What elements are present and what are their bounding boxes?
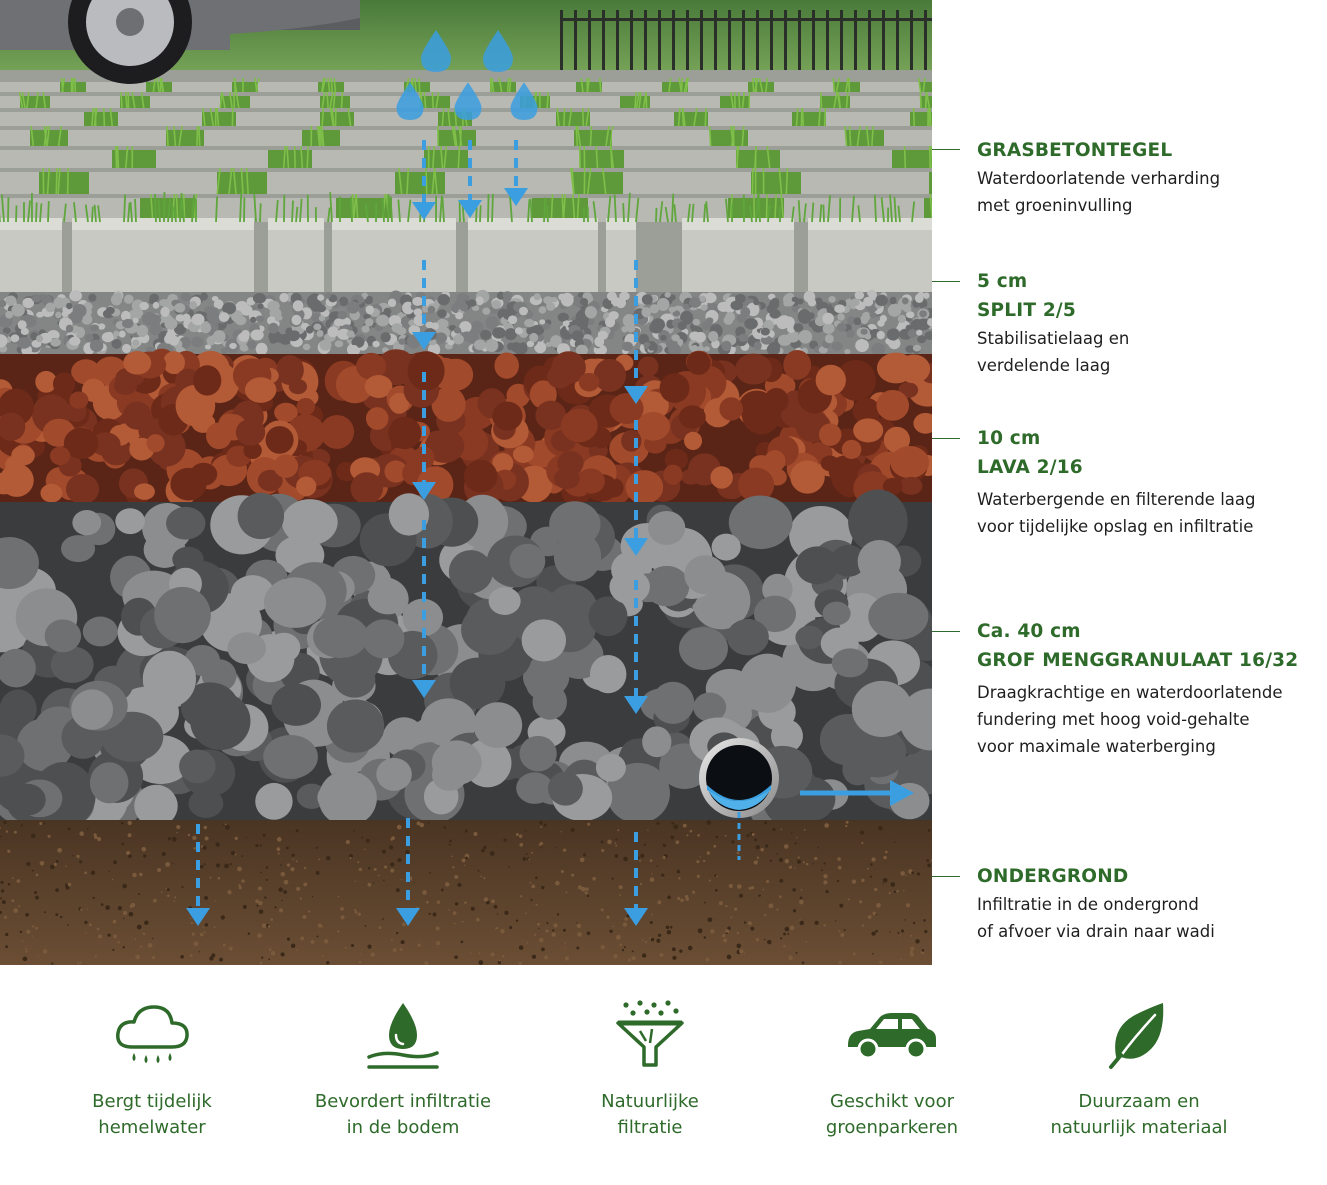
layer-title: GRASBETONTEGEL bbox=[977, 140, 1173, 161]
layer-title: GROF MENGGRANULAAT 16/32 bbox=[977, 650, 1299, 671]
soil-specks bbox=[0, 820, 932, 965]
ondergrond-leader-line bbox=[932, 876, 960, 877]
lava-stones bbox=[0, 348, 932, 507]
lava-leader-line bbox=[932, 438, 960, 439]
water-drop-infiltration-icon bbox=[288, 995, 518, 1075]
leaf-icon bbox=[1024, 995, 1254, 1075]
layer-depth: 5 cm bbox=[977, 271, 1028, 292]
layer-label-ondergrond: ONDERGROND Infiltratie in de ondergrond … bbox=[977, 862, 1317, 945]
soil-layer bbox=[0, 820, 932, 965]
layer-description: Waterbergende en filterende laag voor ti… bbox=[977, 490, 1256, 536]
layer-depth: Ca. 40 cm bbox=[977, 621, 1081, 642]
benefit-label: Natuurlijke filtratie bbox=[601, 1091, 699, 1138]
layer-label-split: 5 cm SPLIT 2/5 Stabilisatielaag en verde… bbox=[977, 267, 1317, 379]
rain-cloud-icon bbox=[37, 995, 267, 1075]
layer-title: LAVA 2/16 bbox=[977, 457, 1083, 478]
layer-description: Infiltratie in de ondergrond of afvoer v… bbox=[977, 895, 1215, 941]
benefit-label: Duurzaam en natuurlijk materiaal bbox=[1050, 1091, 1228, 1138]
layer-label-grasbetontegel: GRASBETONTEGEL Waterdoorlatende verhardi… bbox=[977, 136, 1317, 219]
layer-depth: 10 cm bbox=[977, 428, 1041, 449]
car-icon bbox=[777, 995, 1007, 1075]
granulate-leader-line bbox=[932, 631, 960, 632]
cross-section-svg bbox=[0, 0, 932, 965]
benefit-label: Bevordert infiltratie in de bodem bbox=[314, 1091, 492, 1138]
layer-title: SPLIT 2/5 bbox=[977, 300, 1076, 321]
water-flow bbox=[186, 30, 914, 926]
car-wheel bbox=[0, 0, 360, 84]
grass-leader-line bbox=[932, 149, 960, 150]
benefit-rain-storage: Bergt tijdelijk hemelwater bbox=[37, 995, 267, 1141]
filter-funnel-icon bbox=[535, 995, 765, 1075]
split-leader-line bbox=[932, 281, 960, 282]
benefit-green-parking: Geschikt voor groenparkeren bbox=[777, 995, 1007, 1141]
layer-description: Draagkrachtige en waterdoorlatende funde… bbox=[977, 683, 1283, 756]
layer-title: ONDERGROND bbox=[977, 866, 1129, 887]
layer-label-lava: 10 cm LAVA 2/16 Waterbergende en filtere… bbox=[977, 424, 1317, 540]
benefit-label: Bergt tijdelijk hemelwater bbox=[92, 1091, 212, 1138]
layer-description: Stabilisatielaag en verdelende laag bbox=[977, 329, 1130, 375]
layer-label-menggranulaat: Ca. 40 cm GROF MENGGRANULAAT 16/32 Draag… bbox=[977, 617, 1317, 760]
benefit-filtration: Natuurlijke filtratie bbox=[535, 995, 765, 1141]
benefit-label: Geschikt voor groenparkeren bbox=[825, 1091, 959, 1138]
front-paver-blocks bbox=[0, 192, 932, 292]
fence bbox=[560, 10, 932, 70]
layer-description: Waterdoorlatende verharding met groeninv… bbox=[977, 169, 1221, 215]
benefit-infiltration: Bevordert infiltratie in de bodem bbox=[288, 995, 518, 1141]
drain-pipe bbox=[699, 738, 779, 860]
cross-section-illustration bbox=[0, 0, 932, 965]
benefit-sustainable: Duurzaam en natuurlijk materiaal bbox=[1024, 995, 1254, 1141]
